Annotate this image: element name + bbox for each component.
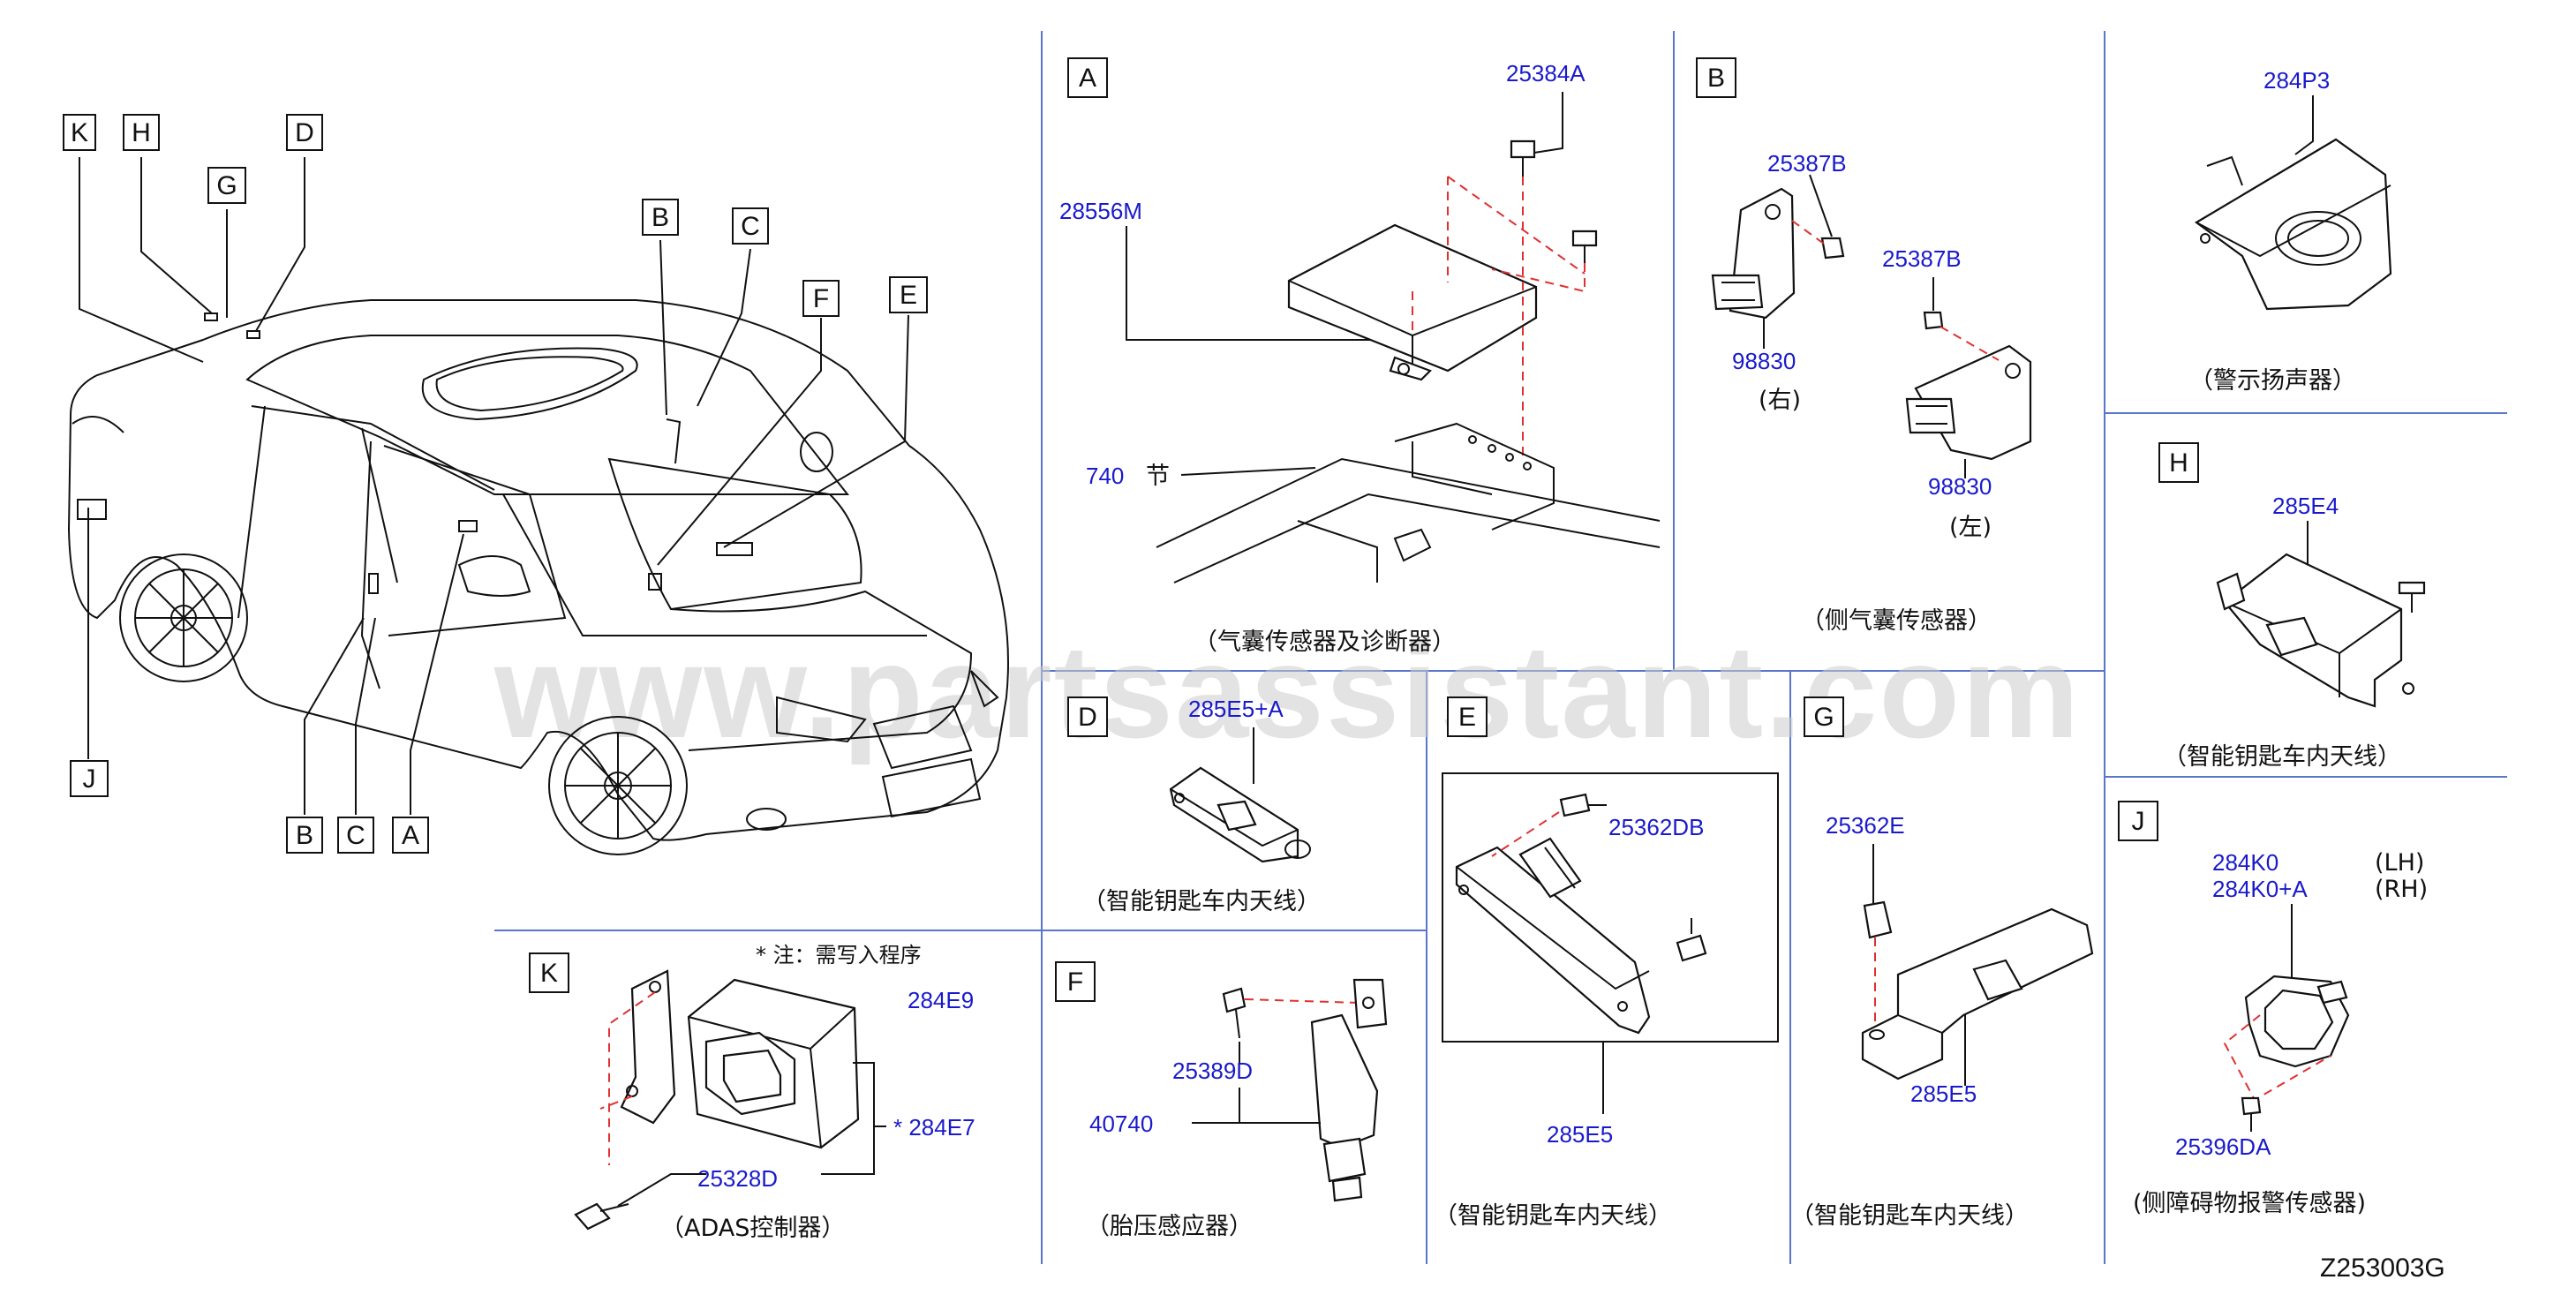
- part-25396da: 25396DA: [2175, 1133, 2271, 1160]
- caption-b: （侧气囊传感器）: [1801, 607, 1992, 635]
- caption-warning-speaker: （警示扬声器）: [2189, 367, 2356, 395]
- caption-a: （气囊传感器及诊断器）: [1194, 629, 1456, 656]
- svg-text:B: B: [652, 203, 669, 232]
- callout-d: D: [286, 114, 323, 151]
- caption-h: （智能钥匙车内天线）: [2163, 743, 2401, 771]
- section-g-antenna: G 25362E 285E5 （智能钥匙车内天线）: [1790, 696, 2094, 1230]
- note-k: * 注：需写入程序: [756, 943, 922, 967]
- part-285e5a: 285E5+A: [1188, 696, 1284, 722]
- svg-text:A: A: [402, 821, 419, 850]
- section-a-airbag-sensor: A 25384A 28556M 740 节 （气囊传感器及诊断器）: [1059, 57, 1661, 656]
- part-284e7: * 284E7: [893, 1114, 975, 1141]
- part-285e4: 285E4: [2272, 493, 2339, 519]
- caption-j: (侧障碍物报警传感器): [2133, 1190, 2366, 1217]
- part-28556m: 28556M: [1059, 198, 1142, 224]
- section-j-side-obstacle-sensor: J 284K0 284K0+A (LH) (RH) 25396DA (侧障碍物报…: [2118, 801, 2428, 1217]
- part-98830-right: 98830: [1732, 348, 1796, 374]
- label-rh: (RH): [2375, 876, 2428, 903]
- caption-d: （智能钥匙车内天线）: [1082, 888, 1321, 915]
- callout-j: J: [70, 760, 109, 797]
- svg-text:D: D: [295, 118, 314, 147]
- part-285e5-g: 285E5: [1910, 1080, 1977, 1107]
- caption-f: （胎压感应器）: [1086, 1213, 1253, 1240]
- part-284k0a: 284K0+A: [2212, 876, 2308, 902]
- part-25362db: 25362DB: [1608, 814, 1704, 840]
- part-285e5-e: 285E5: [1547, 1121, 1613, 1148]
- callout-c-top: C: [732, 207, 769, 245]
- part-25362e: 25362E: [1826, 812, 1905, 839]
- callout-b-bottom: B: [286, 817, 323, 854]
- car-illustration: [67, 299, 1009, 855]
- caption-e: （智能钥匙车内天线）: [1434, 1202, 1672, 1230]
- svg-text:G: G: [216, 171, 237, 200]
- side-right: (右): [1759, 387, 1801, 414]
- callout-c-bottom: C: [337, 817, 374, 854]
- svg-text:B: B: [296, 821, 313, 850]
- watermark: www.partsassistant.com: [493, 617, 2081, 765]
- part-25387b-right: 25387B: [1767, 150, 1847, 177]
- part-740: 740: [1086, 463, 1124, 489]
- section-d-antenna: D 285E5+A （智能钥匙车内天线）: [1067, 696, 1321, 915]
- callout-e: E: [889, 276, 928, 313]
- part-284p3: 284P3: [2263, 67, 2330, 94]
- section-f-tpms: F 25389D 40740 （胎压感应器）: [1055, 961, 1388, 1240]
- callout-k: K: [63, 114, 96, 151]
- ref-suffix: 节: [1146, 463, 1170, 490]
- section-e-antenna: E 25362DB 285E5 （智能钥匙车内天线）: [1434, 696, 1779, 1230]
- part-98830-left: 98830: [1928, 473, 1992, 500]
- svg-text:J: J: [83, 764, 96, 794]
- svg-text:C: C: [346, 821, 365, 850]
- svg-text:F: F: [813, 284, 829, 313]
- part-25384a: 25384A: [1506, 60, 1586, 87]
- section-e-letter: E: [1458, 703, 1476, 732]
- label-lh: (LH): [2375, 849, 2424, 877]
- diagram-code: Z253003G: [2320, 1254, 2445, 1283]
- section-h-antenna: H 285E4 （智能钥匙车内天线）: [2158, 442, 2426, 771]
- part-25328d: 25328D: [697, 1165, 778, 1192]
- section-g-letter: G: [1813, 703, 1834, 732]
- callout-a-bottom: A: [392, 817, 429, 854]
- section-k-letter: K: [540, 959, 558, 988]
- caption-k: （ADAS控制器）: [660, 1215, 845, 1242]
- section-a-letter: A: [1079, 64, 1096, 93]
- callout-g: G: [207, 167, 246, 204]
- svg-text:H: H: [132, 118, 151, 147]
- section-j-letter: J: [2132, 807, 2145, 836]
- section-b-letter: B: [1707, 64, 1725, 93]
- svg-text:C: C: [741, 212, 760, 241]
- car-callouts: K H G D B C F E: [63, 114, 928, 854]
- callout-f: F: [802, 280, 840, 317]
- part-25387b-left: 25387B: [1882, 245, 1962, 272]
- callout-h: H: [123, 114, 160, 151]
- part-40740: 40740: [1089, 1110, 1153, 1137]
- part-25389d: 25389D: [1172, 1058, 1253, 1084]
- section-k-adas-controller: K * 注：需写入程序 284E9 * 284E7 25328D （ADAS控制…: [529, 943, 975, 1242]
- section-f-letter: F: [1067, 967, 1083, 997]
- callout-b-top: B: [642, 199, 679, 236]
- section-separators: [494, 31, 2507, 1264]
- svg-text:K: K: [71, 118, 88, 147]
- svg-text:E: E: [900, 281, 917, 310]
- section-b-side-airbag-sensor: B 25387B 98830 (右) 25387B 98830 (左) （侧气囊…: [1696, 57, 2032, 635]
- section-h-letter: H: [2169, 448, 2188, 478]
- part-284k0: 284K0: [2212, 849, 2278, 876]
- car-leader-lines: [79, 157, 909, 815]
- section-warning-speaker: 284P3 （警示扬声器）: [2189, 67, 2392, 395]
- side-left: (左): [1949, 514, 1992, 541]
- caption-g: （智能钥匙车内天线）: [1790, 1202, 2029, 1230]
- section-d-letter: D: [1078, 703, 1097, 732]
- part-284e9: 284E9: [908, 987, 974, 1013]
